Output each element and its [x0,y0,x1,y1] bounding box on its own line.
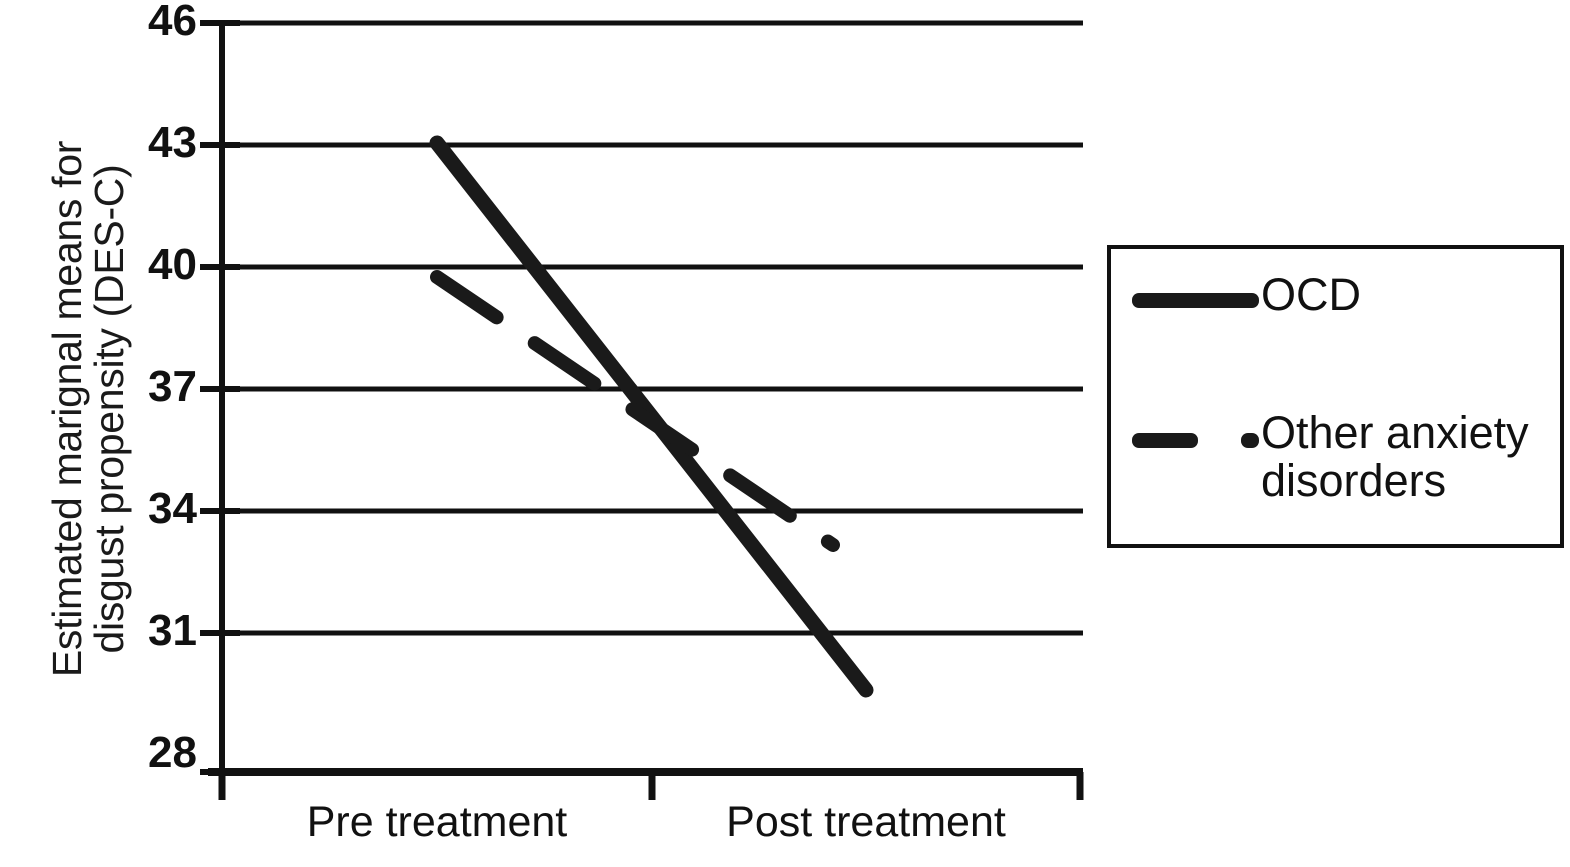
x-tick-label-post: Post treatment [726,798,1006,846]
y-tick-label-40: 40 [148,240,197,289]
legend-swatch-dash-short [1241,433,1259,448]
y-tick-label-37: 37 [148,362,197,411]
legend-item-ocd[interactable]: OCD [1111,269,1560,339]
x-tick-marks [218,772,1084,800]
y-tick-label-31: 31 [148,606,197,655]
legend-item-other-anxiety[interactable]: Other anxiety disorders [1111,407,1560,539]
y-tick-marks [200,20,240,775]
series-line-other-anxiety [430,270,840,552]
y-tick-label-46: 46 [148,0,197,45]
grid-lines [222,20,1083,636]
legend: OCD Other anxiety disorders [1107,245,1564,548]
legend-swatch-solid-line [1132,293,1259,308]
y-tick-label-43: 43 [148,118,197,167]
y-tick-label-28: 28 [148,728,197,777]
x-tick-label-pre: Pre treatment [306,798,568,846]
y-tick-label-34: 34 [148,484,197,533]
legend-label-other-anxiety: Other anxiety disorders [1261,407,1529,507]
legend-label-ocd: OCD [1261,269,1361,320]
legend-swatch-dash-long [1132,433,1198,448]
y-axis-tick-labels: 46 43 40 37 34 31 28 [148,0,197,867]
